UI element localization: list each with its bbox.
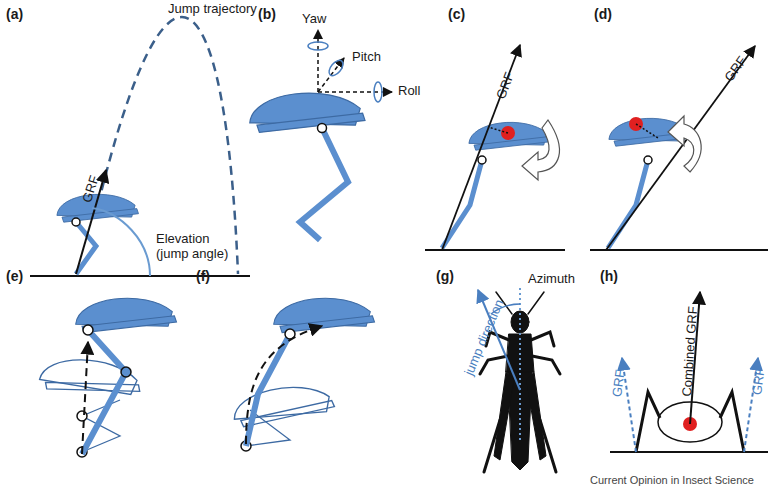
panel-label: (b) <box>258 6 276 22</box>
watermark: Current Opinion in Insect Science <box>590 474 754 487</box>
axis-label: Roll <box>398 84 420 99</box>
force-label: GRF <box>750 367 769 396</box>
force-label: GRF <box>494 70 518 101</box>
panel-label: (a) <box>6 6 23 22</box>
trajectory-label: Jump trajectory <box>168 2 257 17</box>
angle-label: Elevation (jump angle) <box>156 232 244 262</box>
force-label: GRF <box>610 369 629 398</box>
panel-label: (h) <box>600 268 618 284</box>
panel-label: (e) <box>6 268 23 284</box>
panel-label: (f) <box>196 268 210 284</box>
axis-label: Pitch <box>352 50 381 65</box>
force-label: Combined GRF <box>680 306 701 397</box>
panel-label: (c) <box>448 6 465 22</box>
panel-label: (g) <box>436 268 454 284</box>
axis-label: Yaw <box>302 12 326 27</box>
angle-label: Azimuth <box>528 272 575 287</box>
panel-label: (d) <box>594 6 612 22</box>
